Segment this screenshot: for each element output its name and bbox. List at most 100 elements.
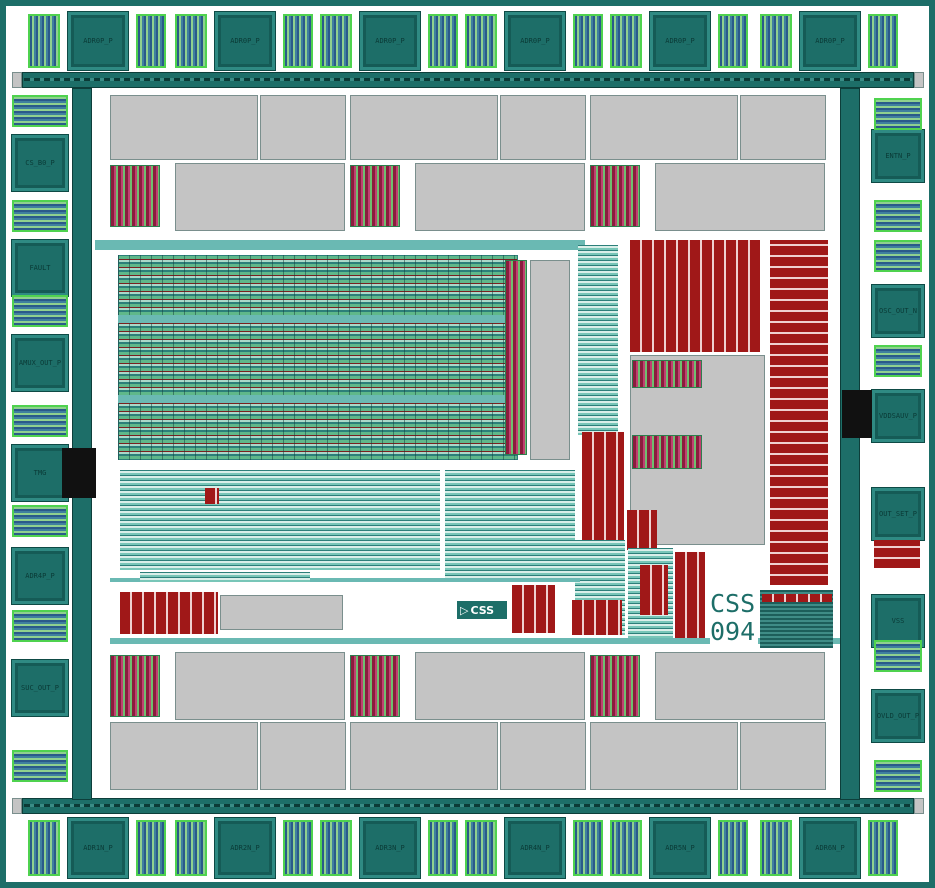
esd-cell — [12, 95, 68, 127]
esd-cell — [868, 820, 898, 876]
esd-cell — [175, 820, 207, 876]
chip-id-label: CSS 094 — [710, 590, 758, 648]
pad-label: FAULT — [29, 264, 51, 272]
memory-macro — [500, 722, 586, 790]
right-power-rail — [840, 88, 860, 800]
pad-label: CS_B0_P — [25, 159, 55, 167]
routing-channel — [530, 260, 570, 460]
bond-pad-bottom: ADR5N_P — [649, 817, 711, 879]
standard-cell-row — [140, 572, 310, 582]
analog-block — [110, 165, 160, 227]
memory-macro — [350, 95, 498, 160]
memory-macro — [655, 652, 825, 720]
corner — [914, 72, 924, 88]
pad-label: TMG — [33, 469, 47, 477]
pad-label: ADR0P_P — [375, 37, 405, 45]
capacitor-array — [572, 600, 622, 635]
esd-cell — [610, 14, 642, 68]
standard-cell-logic — [445, 470, 575, 580]
esd-cell — [465, 14, 497, 68]
esd-cell — [874, 345, 922, 377]
esd-cell — [428, 820, 458, 876]
esd-cell — [874, 240, 922, 272]
pad-label: ADR0P_P — [83, 37, 113, 45]
analog-macro — [220, 595, 343, 630]
pad-label: SUC_OUT_P — [21, 684, 59, 692]
logo-text: CSS — [470, 603, 495, 617]
memory-macro — [175, 163, 345, 231]
poly-resistor — [205, 488, 219, 504]
memory-macro — [350, 722, 498, 790]
decoder-block — [578, 245, 618, 435]
bond-pad-right: OVLD_OUT_P — [871, 689, 925, 743]
bias-block — [632, 360, 702, 388]
pad-label: OVLD_OUT_P — [876, 712, 920, 720]
bond-pad-right: OSC_OUT_N — [871, 284, 925, 338]
memory-macro — [500, 95, 586, 160]
analog-block — [590, 165, 640, 227]
esd-cell — [718, 820, 748, 876]
bond-pad-left: FAULT — [11, 239, 69, 297]
esd-cell — [610, 820, 642, 876]
esd-cell — [320, 14, 352, 68]
pad-label: ADR0P_P — [665, 37, 695, 45]
bias-block — [632, 435, 702, 469]
bond-pad-left: ADR4P_P — [11, 547, 69, 605]
memory-macro — [415, 163, 585, 231]
esd-cell — [28, 14, 60, 68]
pad-label: ADR1N_P — [83, 844, 113, 852]
esd-cell — [136, 14, 166, 68]
pad-label: VDDSAUV_P — [879, 412, 917, 420]
bond-pad-bottom: ADR2N_P — [214, 817, 276, 879]
memory-macro — [415, 652, 585, 720]
esd-cell — [320, 820, 352, 876]
memory-macro — [590, 722, 738, 790]
bond-pad-top: ADR0P_P — [359, 11, 421, 71]
chip-id-line2: 094 — [710, 617, 756, 646]
left-power-rail — [72, 88, 92, 800]
esd-cell — [283, 820, 313, 876]
bond-pad-top: ADR0P_P — [214, 11, 276, 71]
pad-label: ADR0P_P — [230, 37, 260, 45]
pad-label: OSC_OUT_N — [879, 307, 917, 315]
analog-block — [110, 655, 160, 717]
bond-pad-left: AMUX_OUT_P — [11, 334, 69, 392]
esd-cell — [428, 14, 458, 68]
capacitor-array — [512, 585, 555, 633]
esd-cell — [12, 405, 68, 437]
esd-cell — [12, 610, 68, 642]
bond-pad-top: ADR0P_P — [504, 11, 566, 71]
pad-label: ADR4N_P — [520, 844, 550, 852]
esd-cell — [12, 750, 68, 782]
bond-pad-right: OUT_SET_P — [871, 487, 925, 541]
analog-block — [350, 655, 400, 717]
poly-resistor — [762, 594, 832, 602]
capacitor-array — [675, 552, 705, 640]
esd-cell — [760, 14, 792, 68]
bond-pad-top: ADR0P_P — [67, 11, 129, 71]
corner — [12, 72, 22, 88]
esd-cell — [874, 98, 922, 130]
bond-pad-bottom: ADR6N_P — [799, 817, 861, 879]
memory-macro — [110, 95, 258, 160]
memory-macro — [655, 163, 825, 231]
pad-label: ADR5N_P — [665, 844, 695, 852]
array-bus — [118, 315, 518, 323]
esd-cell — [760, 820, 792, 876]
esd-cell — [573, 820, 603, 876]
standard-cell-logic — [120, 470, 440, 570]
power-clamp — [62, 448, 96, 498]
esd-cell — [175, 14, 207, 68]
array-bus — [118, 395, 518, 403]
cell-array-grid — [118, 255, 518, 460]
corner — [12, 798, 22, 814]
resistor-array — [874, 540, 920, 568]
esd-cell — [868, 14, 898, 68]
bond-pad-right: VDDSAUV_P — [871, 389, 925, 443]
memory-macro — [260, 722, 346, 790]
esd-cell — [573, 14, 603, 68]
memory-macro — [110, 722, 258, 790]
esd-cell — [465, 820, 497, 876]
power-clamp — [842, 390, 872, 438]
pad-label: OUT_SET_P — [879, 510, 917, 518]
